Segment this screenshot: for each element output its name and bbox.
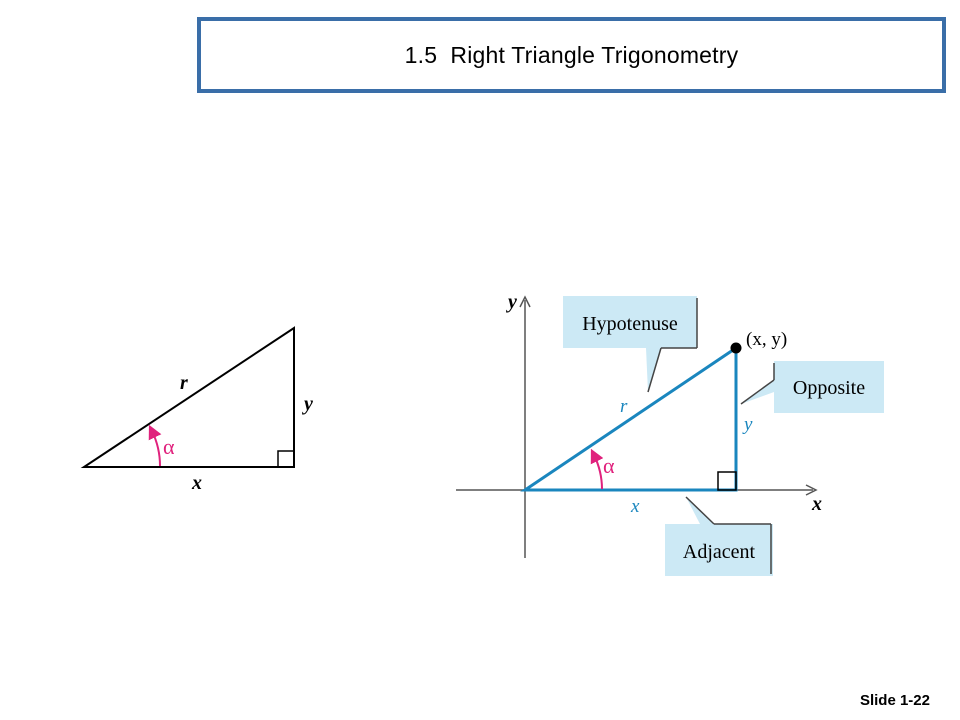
left-triangle: r y x α <box>80 326 313 494</box>
callout-hypotenuse-box <box>563 296 697 348</box>
x-axis-label: x <box>811 493 822 515</box>
left-right-angle-marker <box>277 450 295 468</box>
slide-title: 1.5 Right Triangle Trigonometry <box>404 41 739 68</box>
callout-hypotenuse-text: Hypotenuse <box>582 313 678 335</box>
right-angle-label: α <box>603 453 615 478</box>
left-hypotenuse-label: r <box>180 372 188 394</box>
right-right-angle-marker <box>717 471 737 491</box>
terminal-point-dot <box>730 342 742 354</box>
callout-adjacent: Adjacent <box>665 496 773 576</box>
left-horizontal-label: x <box>191 472 202 494</box>
right-adjacent-label: x <box>630 496 640 517</box>
callout-adjacent-box <box>665 524 773 576</box>
left-angle-label: α <box>163 434 175 459</box>
point-label: (x, y) <box>746 329 787 350</box>
x-axis-arrow-icon <box>805 484 818 496</box>
callout-opposite: Opposite <box>740 361 884 413</box>
callout-opposite-box <box>774 361 884 413</box>
y-axis-arrow-icon <box>519 295 531 308</box>
callout-opposite-text: Opposite <box>793 377 865 399</box>
right-triangle-shape <box>520 345 738 492</box>
callout-hypotenuse: Hypotenuse <box>563 296 698 393</box>
left-vertical-label: y <box>302 393 313 415</box>
right-hypotenuse-label: r <box>620 396 628 417</box>
right-opposite-label: y <box>742 414 753 435</box>
slide-title-box: 1.5 Right Triangle Trigonometry <box>197 17 946 93</box>
left-angle-arc <box>148 424 162 467</box>
right-figure: y x (x, y) α r y x Hypotenuse Opposi <box>456 291 884 576</box>
right-angle-arc <box>590 448 604 490</box>
callout-adjacent-text: Adjacent <box>683 541 756 563</box>
slide-number: Slide 1-22 <box>859 692 930 709</box>
left-triangle-shape <box>80 326 295 468</box>
y-axis-label: y <box>506 291 517 313</box>
